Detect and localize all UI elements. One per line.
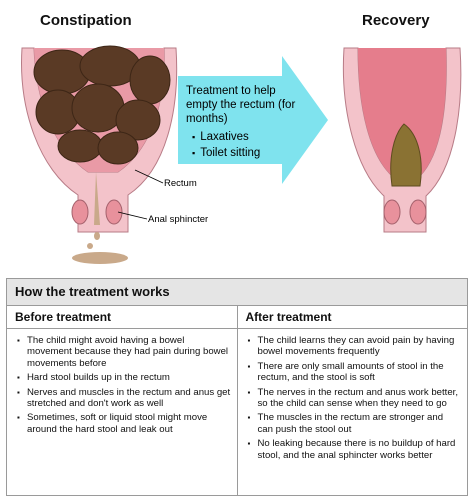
table-heading: How the treatment works [7,279,467,306]
list-item: The muscles in the rectum are stronger a… [248,412,462,435]
leak-puddle [72,252,128,264]
before-treatment-heading: Before treatment [7,306,237,329]
after-treatment-column: After treatment The child learns they ca… [236,306,467,495]
treatment-item-laxatives: Laxatives [192,130,306,144]
after-treatment-heading: After treatment [237,306,467,329]
leak-drop [94,232,100,240]
treatment-text: Treatment to help empty the rectum (for … [186,84,306,162]
recovered-rectum [342,47,462,233]
list-item: No leaking because there is no buildup o… [248,438,462,461]
list-item: Sometimes, soft or liquid stool might mo… [17,412,231,435]
constipated-rectum [21,45,178,264]
sphincter-left [71,199,89,225]
sphincter-left [383,199,401,225]
treatment-description: Treatment to help empty the rectum (for … [186,85,296,125]
treatment-item-toilet-sitting: Toilet sitting [192,146,306,160]
list-item: The child might avoid having a bowel mov… [17,335,231,369]
list-item: The child learns they can avoid pain by … [248,335,462,358]
anal-sphincter-label: Anal sphincter [148,214,209,225]
list-item: Nerves and muscles in the rectum and anu… [17,387,231,410]
leak-drop [87,243,93,249]
treatment-table: How the treatment works Before treatment… [6,278,468,496]
rectum-label: Rectum [164,178,197,189]
constipation-title: Constipation [40,12,132,29]
list-item: There are only small amounts of stool in… [248,361,462,384]
recovery-title: Recovery [362,12,430,29]
hard-stool-mass [33,45,171,165]
sphincter-right [105,199,123,225]
soft-stool [390,123,422,187]
before-treatment-column: Before treatment The child might avoid h… [7,306,237,495]
sphincter-right [409,199,427,225]
treatment-list: Laxatives Toilet sitting [192,130,306,160]
list-item: The nerves in the rectum and anus work b… [248,387,462,410]
list-item: Hard stool builds up in the rectum [17,372,231,384]
